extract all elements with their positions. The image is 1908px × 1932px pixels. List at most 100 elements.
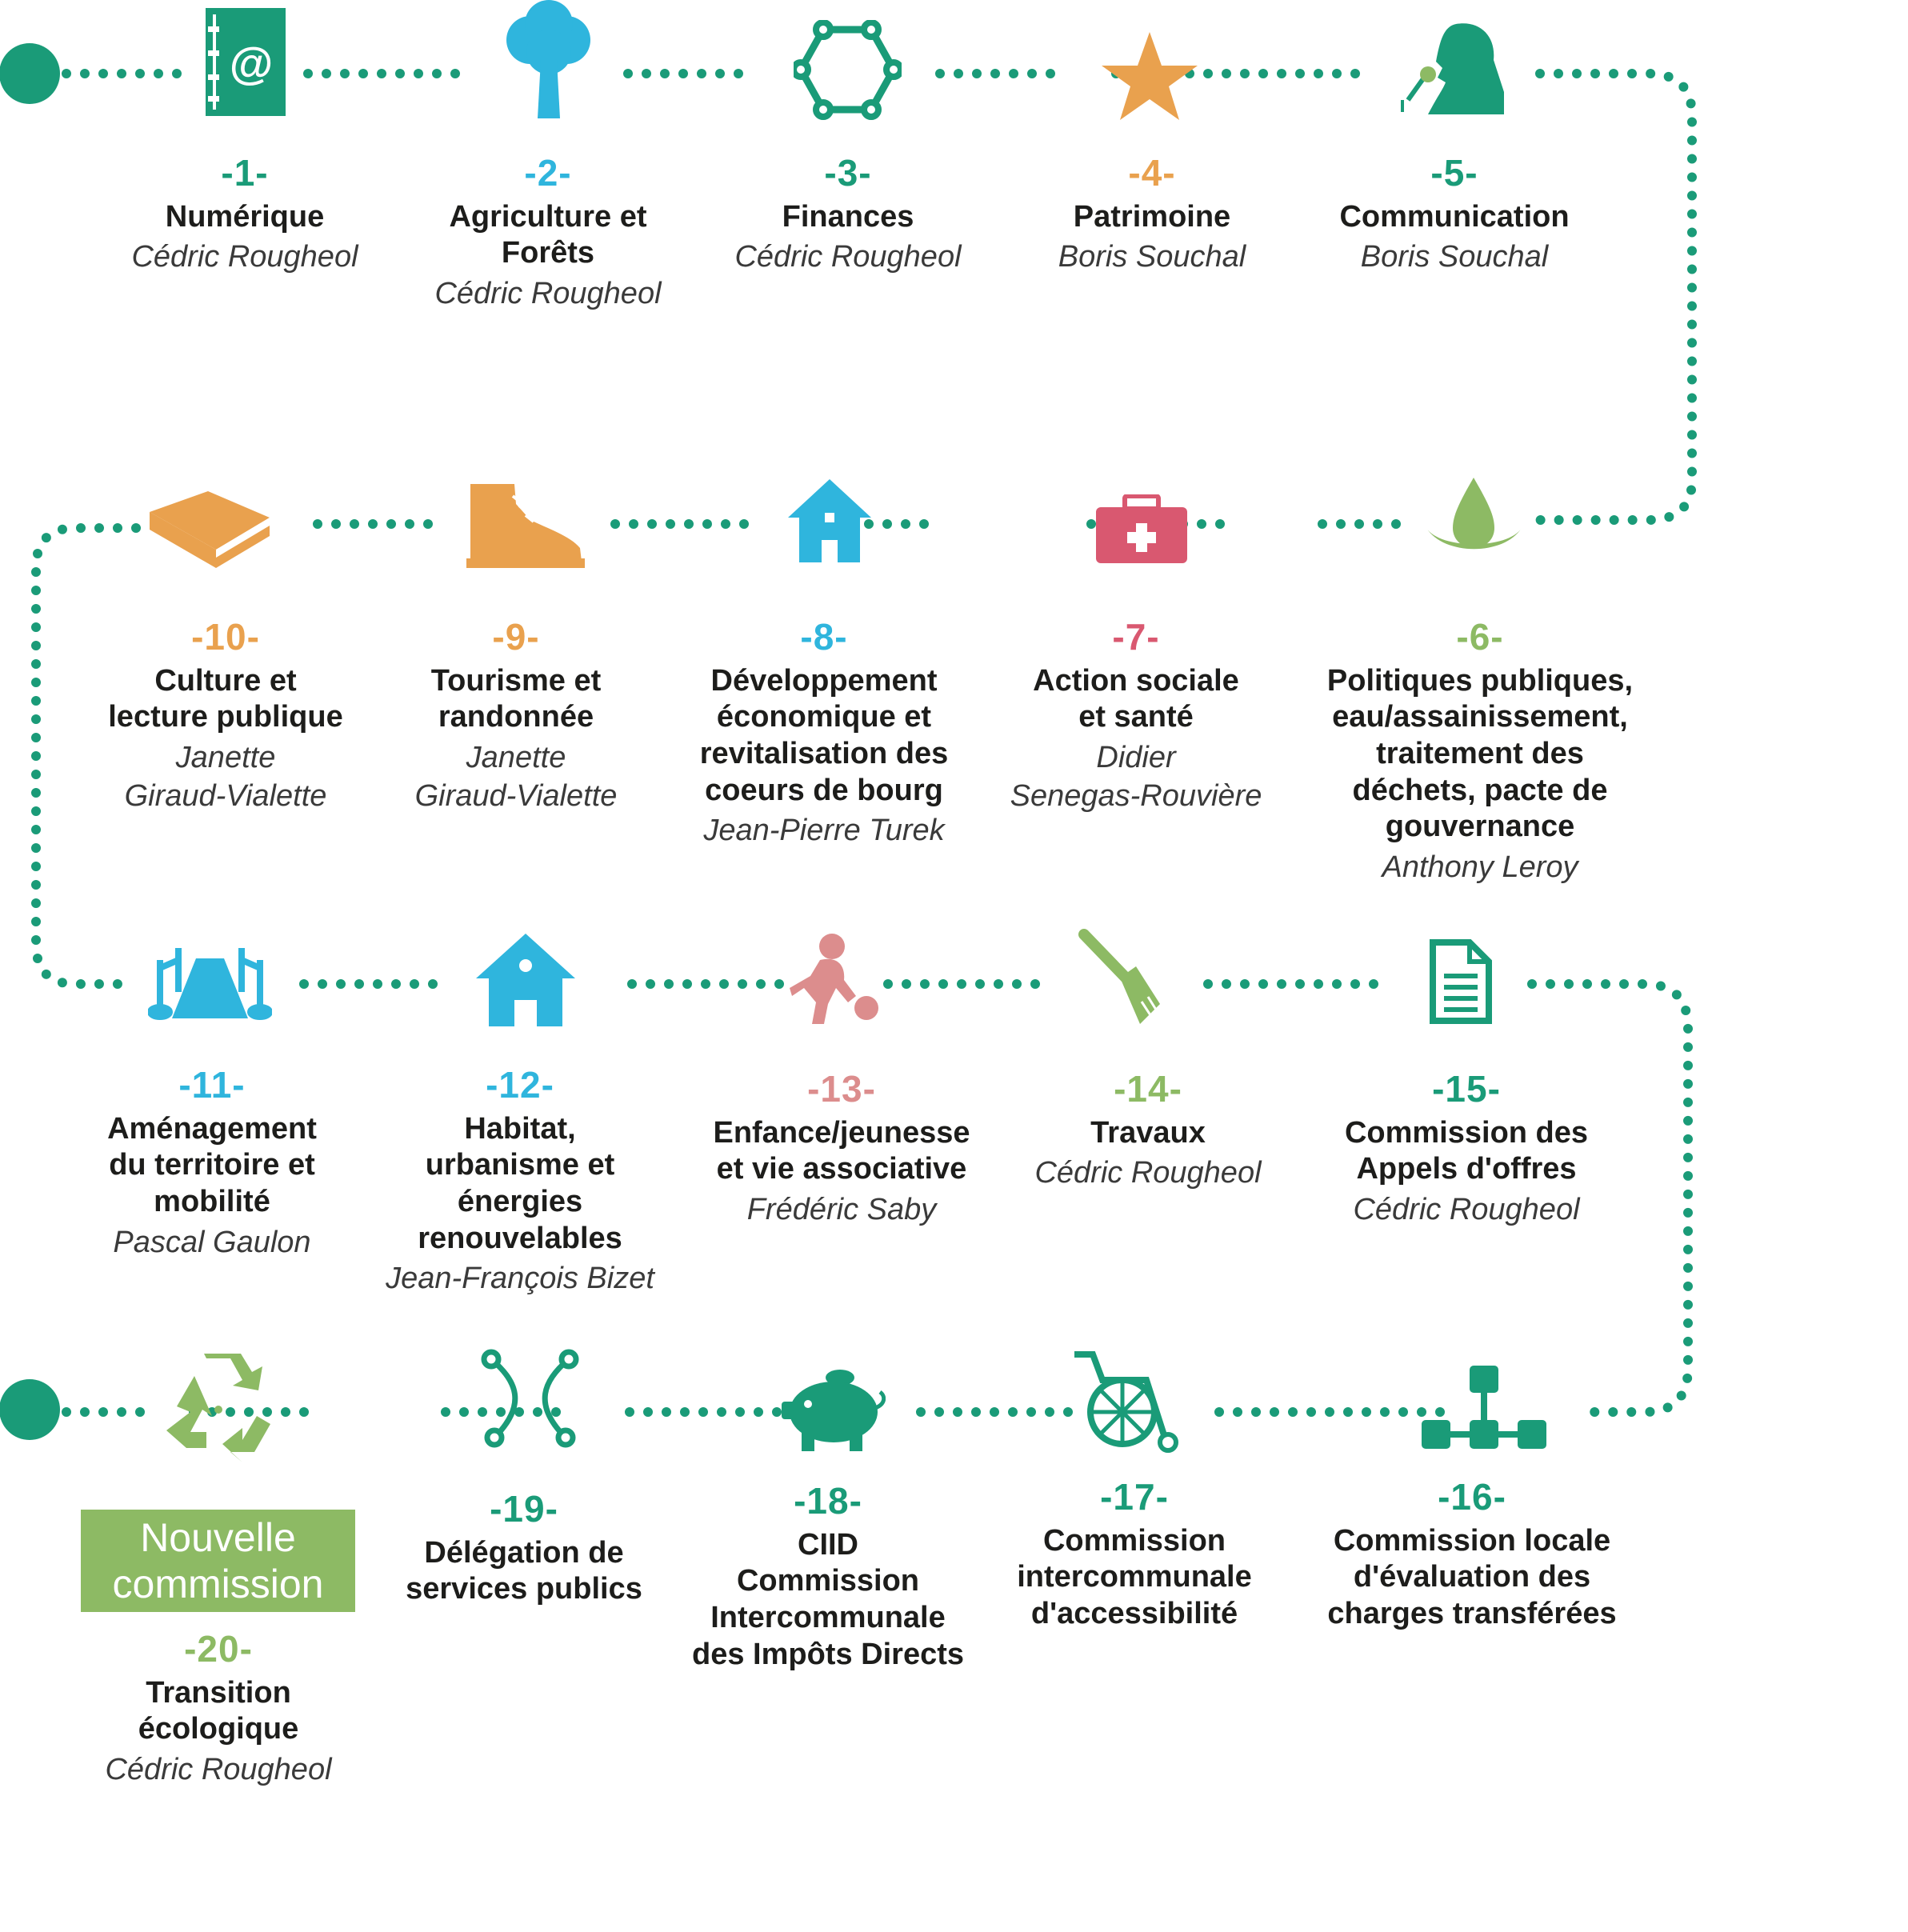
commission-president: Cédric Rougheol [131,240,358,274]
commission-15: -15- Commission des Appels d'offres Cédr… [1314,1068,1618,1230]
commission-title: Enfance/jeunesse et vie associative [713,1115,970,1186]
commission-number: -19- [490,1488,558,1530]
commission-13: -13- Enfance/jeunesse et vie associative… [690,1068,994,1230]
commission-number: -20- [184,1628,253,1670]
hexagon-network-icon [794,20,902,120]
start-dot [0,43,60,104]
commission-president: Cédric Rougheol [1034,1156,1262,1190]
water-drop-icon [1426,478,1522,550]
commission-10: -10- Culture et lecture publique Janette… [74,616,378,815]
commission-9: -9- Tourisme et randonnée Janette Giraud… [364,616,668,815]
commission-title: Numérique [165,199,325,234]
commission-number: -15- [1432,1068,1501,1110]
commission-title: Délégation de services publics [406,1535,642,1606]
commission-7: -7- Action sociale et santé Didier Seneg… [984,616,1288,815]
commission-number: -6- [1456,616,1504,658]
commission-title: Commission locale d'évaluation des charg… [1327,1523,1617,1631]
end-dot [0,1379,60,1440]
commission-number: -13- [807,1068,876,1110]
house-icon [476,934,575,1026]
commission-president: Jean-François Bizet [386,1262,654,1296]
commission-title: Action sociale et santé [1033,663,1239,734]
commission-3: -3- Finances Cédric Rougheol [696,152,1000,277]
commission-number: -5- [1430,152,1478,194]
commission-title: Communication [1339,199,1570,234]
commission-4: -4- Patrimoine Boris Souchal [1000,152,1304,277]
commission-18: -18- CIID Commission Intercommunale des … [676,1480,980,1673]
commission-number: -14- [1114,1068,1182,1110]
commission-president: Boris Souchal [1058,240,1246,274]
commission-19: -19- Délégation de services publics [372,1488,676,1608]
commission-14: -14- Travaux Cédric Rougheol [996,1068,1300,1193]
document-icon [1430,939,1492,1024]
org-chart-icon [1422,1366,1546,1449]
book-icon [150,491,270,568]
commission-title: Travaux [1090,1115,1206,1150]
house-icon [788,479,871,562]
commission-number: -17- [1100,1476,1169,1518]
commission-2: -2- Agriculture et Forêts Cédric Rougheo… [396,152,700,314]
address-book-icon: @ [206,8,286,116]
commission-number: -7- [1112,616,1160,658]
commission-president: Boris Souchal [1360,240,1549,274]
commission-president: Jean-Pierre Turek [703,814,945,848]
commission-number: -4- [1128,152,1176,194]
commission-president: Janette Giraud-Vialette [124,741,327,813]
commission-number: -2- [524,152,572,194]
commission-title: CIID Commission Intercommunale des Impôt… [692,1527,964,1671]
hiking-boot-icon [466,484,585,568]
commission-title: Aménagement du territoire et mobilité [107,1111,317,1219]
commission-number: -10- [191,616,260,658]
commission-president: Cédric Rougheol [434,277,662,311]
commission-17: -17- Commission intercommunale d'accessi… [982,1476,1286,1633]
commission-6: -6- Politiques publiques, eau/assainisse… [1320,616,1640,886]
tree-icon [506,0,590,118]
commission-5: -5- Communication Boris Souchal [1302,152,1606,277]
commission-title: Culture et lecture publique [108,663,343,734]
commission-title: Patrimoine [1073,199,1231,234]
commission-title: Agriculture et Forêts [449,199,647,270]
new-commission-badge: Nouvelle commission [81,1510,355,1612]
commission-title: Commission des Appels d'offres [1344,1115,1589,1186]
commission-president: Cédric Rougheol [734,240,962,274]
commission-number: -9- [492,616,540,658]
commission-president: Cédric Rougheol [1353,1193,1580,1227]
wheelchair-icon [1074,1351,1178,1453]
commission-president: Didier Senegas-Rouvière [1010,741,1262,813]
commission-title: Politiques publiques, eau/assainissement… [1326,663,1634,844]
recycle-icon [166,1354,270,1462]
commission-title: Développement économique et revitalisati… [699,663,949,807]
child-football-icon [790,934,878,1024]
commission-title: Habitat, urbanisme et énergies renouvela… [418,1111,622,1255]
commission-number: -16- [1438,1476,1506,1518]
commission-number: -3- [824,152,872,194]
piggy-bank-icon [782,1370,886,1451]
commission-president: Janette Giraud-Vialette [414,741,618,813]
commission-12: -12- Habitat, urbanisme et énergies reno… [368,1064,672,1298]
crossing-arrows-icon [481,1349,579,1448]
path-row-1 [43,69,1697,525]
commission-number: -12- [486,1064,554,1106]
commission-president: Cédric Rougheol [105,1753,332,1787]
speaker-microphone-icon [1401,23,1504,114]
path-row-2 [31,519,1401,989]
paintbrush-icon [1078,929,1160,1024]
commission-1: -1- Numérique Cédric Rougheol [93,152,397,277]
star-icon [1102,32,1198,120]
commission-president: Anthony Leroy [1382,850,1578,884]
commission-8: -8- Développement économique et revitali… [672,616,976,850]
commission-president: Pascal Gaulon [113,1225,311,1259]
commission-16: -16- Commission locale d'évaluation des … [1320,1476,1624,1633]
commission-president: Frédéric Saby [746,1193,937,1227]
commission-number: -1- [221,152,269,194]
commission-number: -8- [800,616,848,658]
commission-number: -18- [794,1480,862,1522]
commission-20: -20- Transition écologique Cédric Roughe… [66,1628,370,1790]
svg-text:@: @ [230,38,274,88]
commission-title: Tourisme et randonnée [430,663,602,734]
commission-title: Transition écologique [138,1675,299,1746]
path-row-3 [299,979,1693,1417]
commission-11: -11- Aménagement du territoire et mobili… [60,1064,364,1262]
road-icon [148,948,272,1020]
